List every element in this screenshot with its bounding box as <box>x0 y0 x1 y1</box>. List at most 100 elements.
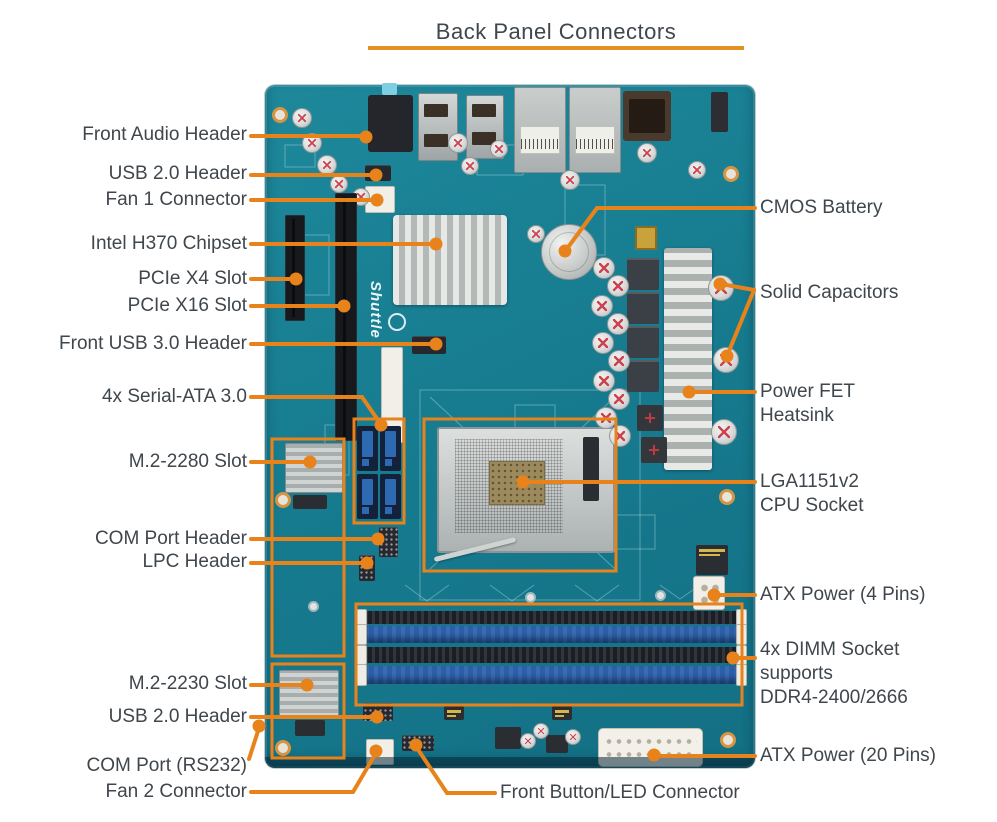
mosfet-chip <box>495 727 521 749</box>
capacitor <box>688 161 706 179</box>
shuttle-logo: Shuttle <box>367 281 384 339</box>
label-cmos-battery: CMOS Battery <box>760 197 883 218</box>
m2-2230-module <box>279 670 339 718</box>
shuttle-logo-ring <box>388 313 406 331</box>
screw-hole <box>655 590 666 601</box>
pcie-x16-slot <box>335 193 357 441</box>
label-power-fet-heatsink: Power FET Heatsink <box>760 380 855 428</box>
sata-port-4 <box>380 474 401 519</box>
ethernet-sticker <box>575 126 615 154</box>
mounting-hole <box>719 489 735 505</box>
dimm-slot-2 <box>356 624 747 645</box>
capacitor <box>608 350 630 372</box>
power-choke <box>627 292 659 324</box>
led-chip <box>444 706 464 720</box>
cpu-socket-latch <box>583 437 599 501</box>
screw-hole <box>525 592 536 603</box>
usb-port-opening <box>424 104 448 117</box>
label-m2-2230-slot: M.2-2230 Slot <box>128 673 247 694</box>
power-component <box>641 437 667 463</box>
label-intel-h370-chipset: Intel H370 Chipset <box>90 233 247 254</box>
capacitor <box>461 157 479 175</box>
audio-port-block <box>368 95 413 152</box>
label-solid-capacitors: Solid Capacitors <box>760 282 899 303</box>
label-fan2-connector: Fan 2 Connector <box>105 781 247 802</box>
label-front-button-led: Front Button/LED Connector <box>500 782 740 803</box>
capacitor <box>527 225 545 243</box>
capacitor <box>292 108 312 128</box>
usb-port-opening <box>472 104 496 117</box>
usb-port-opening <box>472 132 496 145</box>
label-com-port-header: COM Port Header <box>94 528 247 549</box>
mounting-hole <box>723 166 739 182</box>
page-title: Back Panel Connectors <box>435 19 677 44</box>
label-front-audio-header: Front Audio Header <box>82 124 247 145</box>
power-choke <box>627 326 659 358</box>
label-dimm-socket: 4x DIMM Socket supports DDR4-2400/2666 <box>760 638 908 710</box>
usb-port-opening <box>424 134 448 147</box>
capacitor <box>448 133 468 153</box>
audio-jack-icon <box>382 83 397 95</box>
capacitor <box>533 723 549 739</box>
pcie-x4-slot <box>285 215 305 321</box>
m2-component <box>293 495 327 509</box>
dimm-slot-1 <box>356 609 747 626</box>
capacitor <box>637 143 657 163</box>
usb2-header-bottom <box>363 703 393 721</box>
usb-port-stack-2 <box>466 95 504 159</box>
solid-capacitor <box>711 419 737 445</box>
ethernet-sticker <box>520 126 560 154</box>
label-pcie-x4-slot: PCIe X4 Slot <box>138 268 247 289</box>
capacitor <box>565 729 581 745</box>
solid-capacitor <box>713 347 739 373</box>
mounting-hole <box>720 732 736 748</box>
rear-mini-port <box>711 92 728 132</box>
capacitor <box>302 133 322 153</box>
label-usb2-header-bottom: USB 2.0 Header <box>108 706 247 727</box>
hdmi-opening <box>629 99 665 133</box>
sata-port-2 <box>380 426 401 471</box>
mounting-hole <box>275 492 291 508</box>
front-button-led-header <box>402 735 434 751</box>
label-line: LGA1151v2 <box>760 471 859 492</box>
board-edge-shadow <box>265 757 755 768</box>
label-line: CPU Socket <box>760 495 864 516</box>
pwm-chip <box>696 545 728 575</box>
solid-capacitor <box>708 275 734 301</box>
sata-port-3 <box>357 474 378 519</box>
power-component <box>637 405 663 431</box>
capacitor <box>490 140 508 158</box>
capacitor <box>317 155 337 175</box>
mounting-hole <box>272 107 288 123</box>
capacitor <box>608 388 630 410</box>
led-chip <box>552 706 572 720</box>
ethernet-port-1 <box>514 87 566 173</box>
motherboard: Shuttle <box>265 83 755 768</box>
title-underline <box>368 46 744 50</box>
label-pcie-x16-slot: PCIe X16 Slot <box>127 295 247 316</box>
capacitor <box>560 170 580 190</box>
m2-2280-module <box>285 443 343 493</box>
lpc-header <box>359 555 375 581</box>
com-port-header <box>379 527 398 557</box>
label-atx-power-20pin: ATX Power (20 Pins) <box>760 745 936 766</box>
dimm-slot-4 <box>356 664 747 686</box>
poly-fuse <box>635 226 657 250</box>
sata-port-1 <box>357 426 378 471</box>
label-usb2-header-top: USB 2.0 Header <box>108 163 247 184</box>
label-atx-power-4pin: ATX Power (4 Pins) <box>760 584 926 605</box>
power-choke <box>627 258 659 290</box>
dimm-slot-3 <box>356 645 747 665</box>
label-line: Heatsink <box>760 405 834 426</box>
label-line: Power FET <box>760 381 856 402</box>
label-lpc-header: LPC Header <box>142 551 247 572</box>
atx-power-4pin <box>693 576 725 610</box>
capacitor <box>591 295 613 317</box>
screw-hole <box>308 601 319 612</box>
label-cpu-socket: LGA1151v2 CPU Socket <box>760 470 863 518</box>
usb2-header-top <box>365 165 391 181</box>
capacitor <box>593 257 615 279</box>
power-choke <box>627 360 659 392</box>
ethernet-port-2 <box>569 87 621 173</box>
